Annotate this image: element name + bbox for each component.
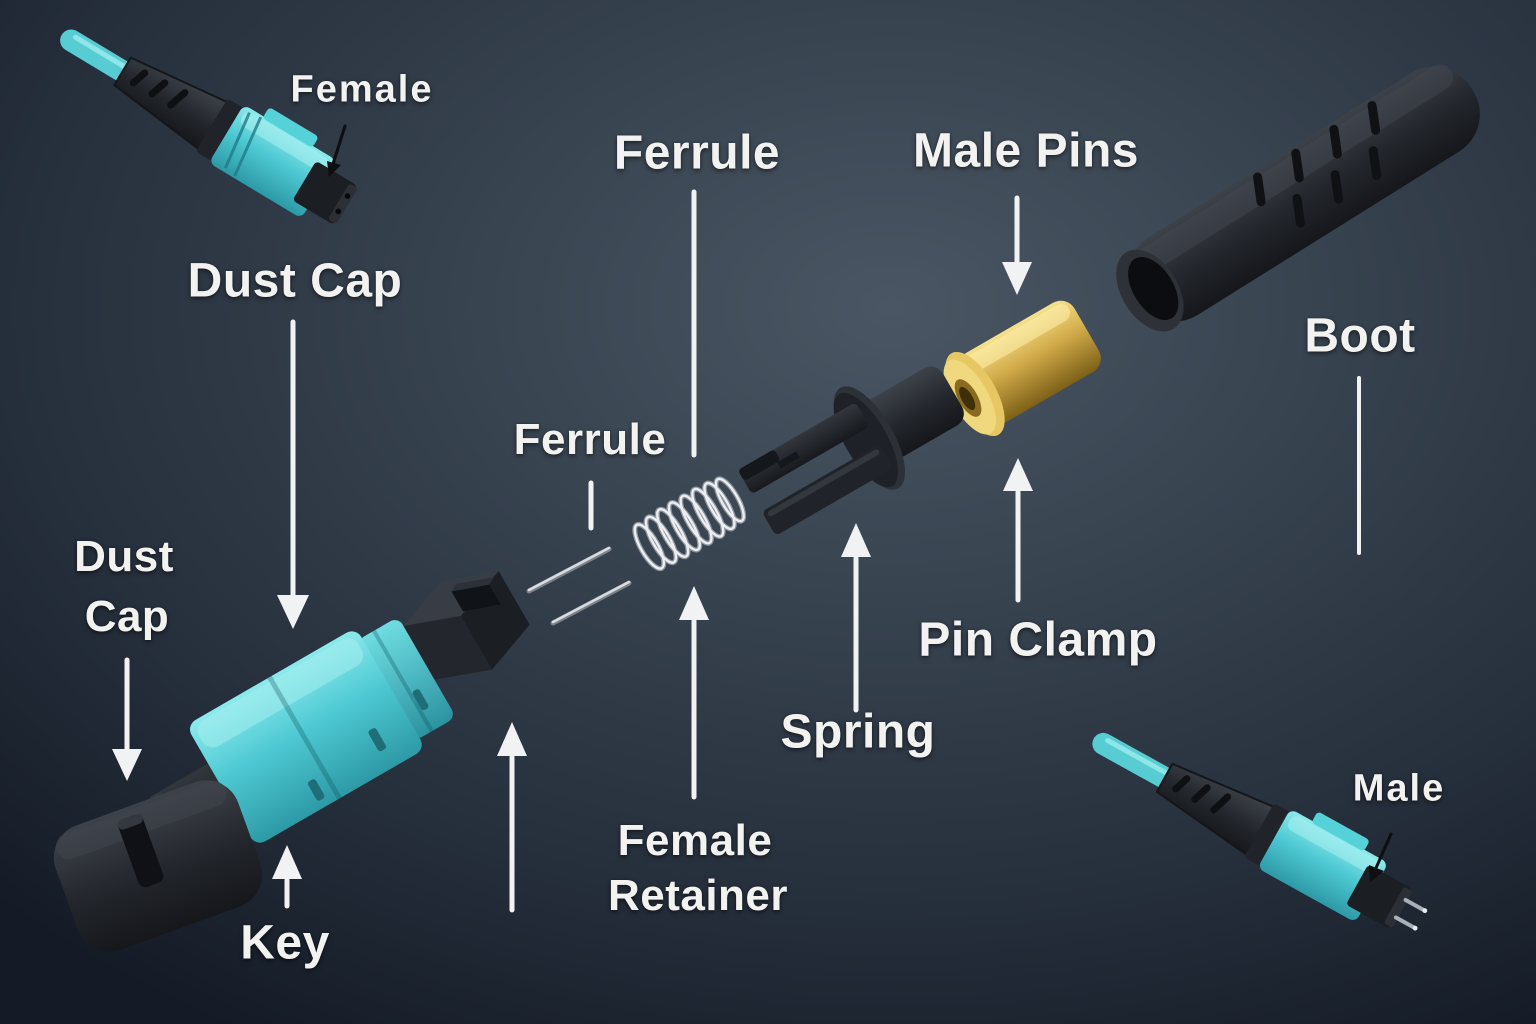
male-connector-image (1092, 732, 1428, 931)
female-retainer-arrow (679, 586, 709, 800)
male-pointer (1369, 832, 1393, 882)
label-female-retainer-1: Female (617, 816, 773, 865)
label-dust-cap-top: Dust Cap (187, 254, 403, 308)
dust-cap-left-arrow (112, 657, 142, 781)
label-male-pins: Male Pins (913, 124, 1139, 178)
spring-image (632, 476, 747, 572)
female-retainer-image (403, 571, 530, 680)
dust-cap-image (53, 780, 263, 952)
label-pin-clamp: Pin Clamp (918, 613, 1158, 667)
male-pins-holder-image (943, 300, 1101, 437)
key-arrow (272, 845, 302, 909)
pin-clamp-image (739, 366, 964, 535)
label-spring: Spring (780, 705, 936, 759)
label-key: Key (240, 916, 330, 970)
spring-arrow (841, 523, 871, 713)
female-connector-image (60, 29, 357, 224)
dust-cap-top-arrow (277, 319, 309, 629)
label-ferrule-top: Ferrule (613, 126, 781, 180)
pin-clamp-arrow (1003, 458, 1033, 603)
label-dust-left-line1: Dust (74, 532, 174, 581)
label-male: Male (1352, 767, 1446, 810)
male-pins-arrow (1002, 195, 1032, 295)
female-pointer (327, 124, 347, 177)
ferrule-pins-image (526, 546, 632, 626)
label-boot: Boot (1304, 309, 1416, 363)
label-female-retainer-2: Retainer (607, 871, 789, 920)
boot-image (1116, 64, 1480, 332)
label-ferrule-mid: Ferrule (513, 415, 667, 464)
label-dust-left-line2: Cap (84, 592, 170, 641)
retainer-side-arrow (497, 722, 527, 913)
label-female: Female (290, 68, 434, 111)
